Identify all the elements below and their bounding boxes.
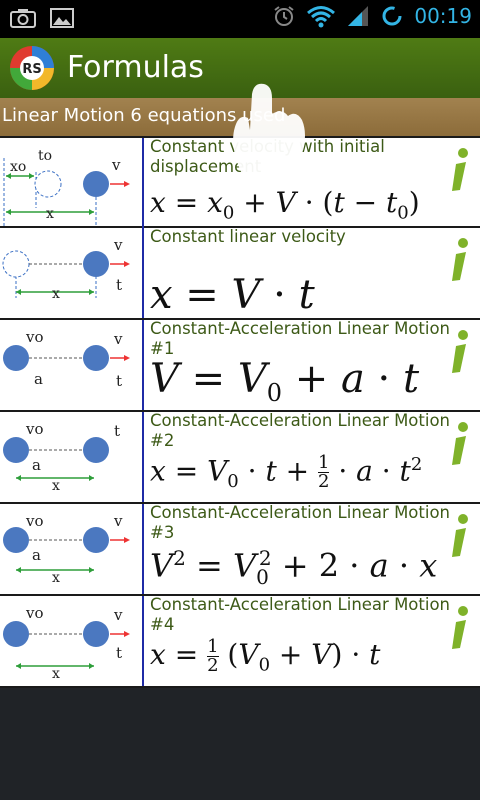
app-title: Formulas [67,50,204,85]
row-divider [142,138,144,228]
status-time: 00:19 [414,4,472,28]
app-logo-icon[interactable]: RS [6,42,58,94]
svg-text:v: v [111,156,121,174]
row-divider [142,596,144,686]
action-bar: RS Formulas [0,38,480,98]
svg-text:x: x [52,570,60,586]
section-header: Linear Motion 6 equations used [0,98,480,136]
info-icon[interactable] [448,146,472,194]
svg-text:to: to [38,148,52,164]
info-icon[interactable] [448,420,472,468]
info-icon[interactable] [448,236,472,284]
svg-text:t: t [114,422,120,440]
formula-equation: V = V0 + a · t [150,356,420,407]
formula-title: Constant-Acceleration Linear Motion #2 [150,411,451,450]
svg-text:t: t [116,372,122,390]
svg-text:v: v [113,330,123,348]
formula-row[interactable]: vo v a x Constant-Acceleration Linear Mo… [0,503,480,596]
motion-diagram: vo v t x [3,604,130,682]
svg-text:a: a [34,370,43,388]
svg-text:a: a [32,546,41,564]
info-icon[interactable] [448,512,472,560]
svg-text:vo: vo [25,420,44,438]
svg-text:t: t [116,276,122,294]
svg-text:x: x [52,286,60,302]
formula-equation: x = x0 + V · (t − t0) [150,186,420,224]
formula-row[interactable]: vo v a t Constant-Acceleration Linear Mo… [0,319,480,412]
row-divider [142,504,144,594]
alarm-icon [274,6,294,26]
sync-icon [382,6,402,26]
wifi-icon [307,6,336,28]
row-divider [142,320,144,410]
row-divider [142,228,144,318]
svg-text:x: x [52,666,60,682]
section-title: Linear Motion 6 equations used [2,105,286,126]
svg-text:v: v [113,512,123,530]
motion-diagram: v t x [2,236,130,302]
motion-diagram: vo v a x [3,512,130,586]
formula-equation: V2 = V02 + 2 · a · x [150,546,438,590]
motion-diagram: xo to v x [3,148,130,226]
svg-text:t: t [116,644,122,662]
svg-text:vo: vo [25,512,44,530]
formula-title: Constant velocity with initial displacem… [150,137,385,176]
formula-row[interactable]: v t x Constant linear velocity x = V · t [0,227,480,320]
svg-text:x: x [52,478,60,494]
formula-title: Constant-Acceleration Linear Motion #1 [150,319,451,358]
svg-text:v: v [113,606,123,624]
app-logo-text: RS [22,62,41,77]
formula-row[interactable]: vo v t x Constant-Acceleration Linear Mo… [0,595,480,688]
svg-text:xo: xo [10,159,26,175]
formula-list: xo to v x Constant velocity with initial… [0,136,480,688]
row-divider [142,412,144,502]
formula-row[interactable]: xo to v x Constant velocity with initial… [0,136,480,228]
signal-icon [348,6,369,26]
formula-title: Constant-Acceleration Linear Motion #4 [150,595,451,634]
svg-text:vo: vo [25,604,44,622]
motion-diagram: vo v a t [3,328,130,390]
svg-text:vo: vo [25,328,44,346]
gallery-icon [50,8,74,28]
formula-title: Constant-Acceleration Linear Motion #3 [150,503,451,542]
formula-equation: x = V · t [150,272,315,318]
info-icon[interactable] [448,604,472,652]
status-bar: 00:19 [0,0,480,38]
motion-diagram: vo t a x [3,420,120,494]
svg-text:v: v [113,236,123,254]
svg-text:x: x [46,206,54,222]
formula-row[interactable]: vo t a x Constant-Acceleration Linear Mo… [0,411,480,504]
formula-title: Constant linear velocity [150,227,346,246]
info-icon[interactable] [448,328,472,376]
svg-text:a: a [32,456,41,474]
camera-icon [10,9,36,28]
